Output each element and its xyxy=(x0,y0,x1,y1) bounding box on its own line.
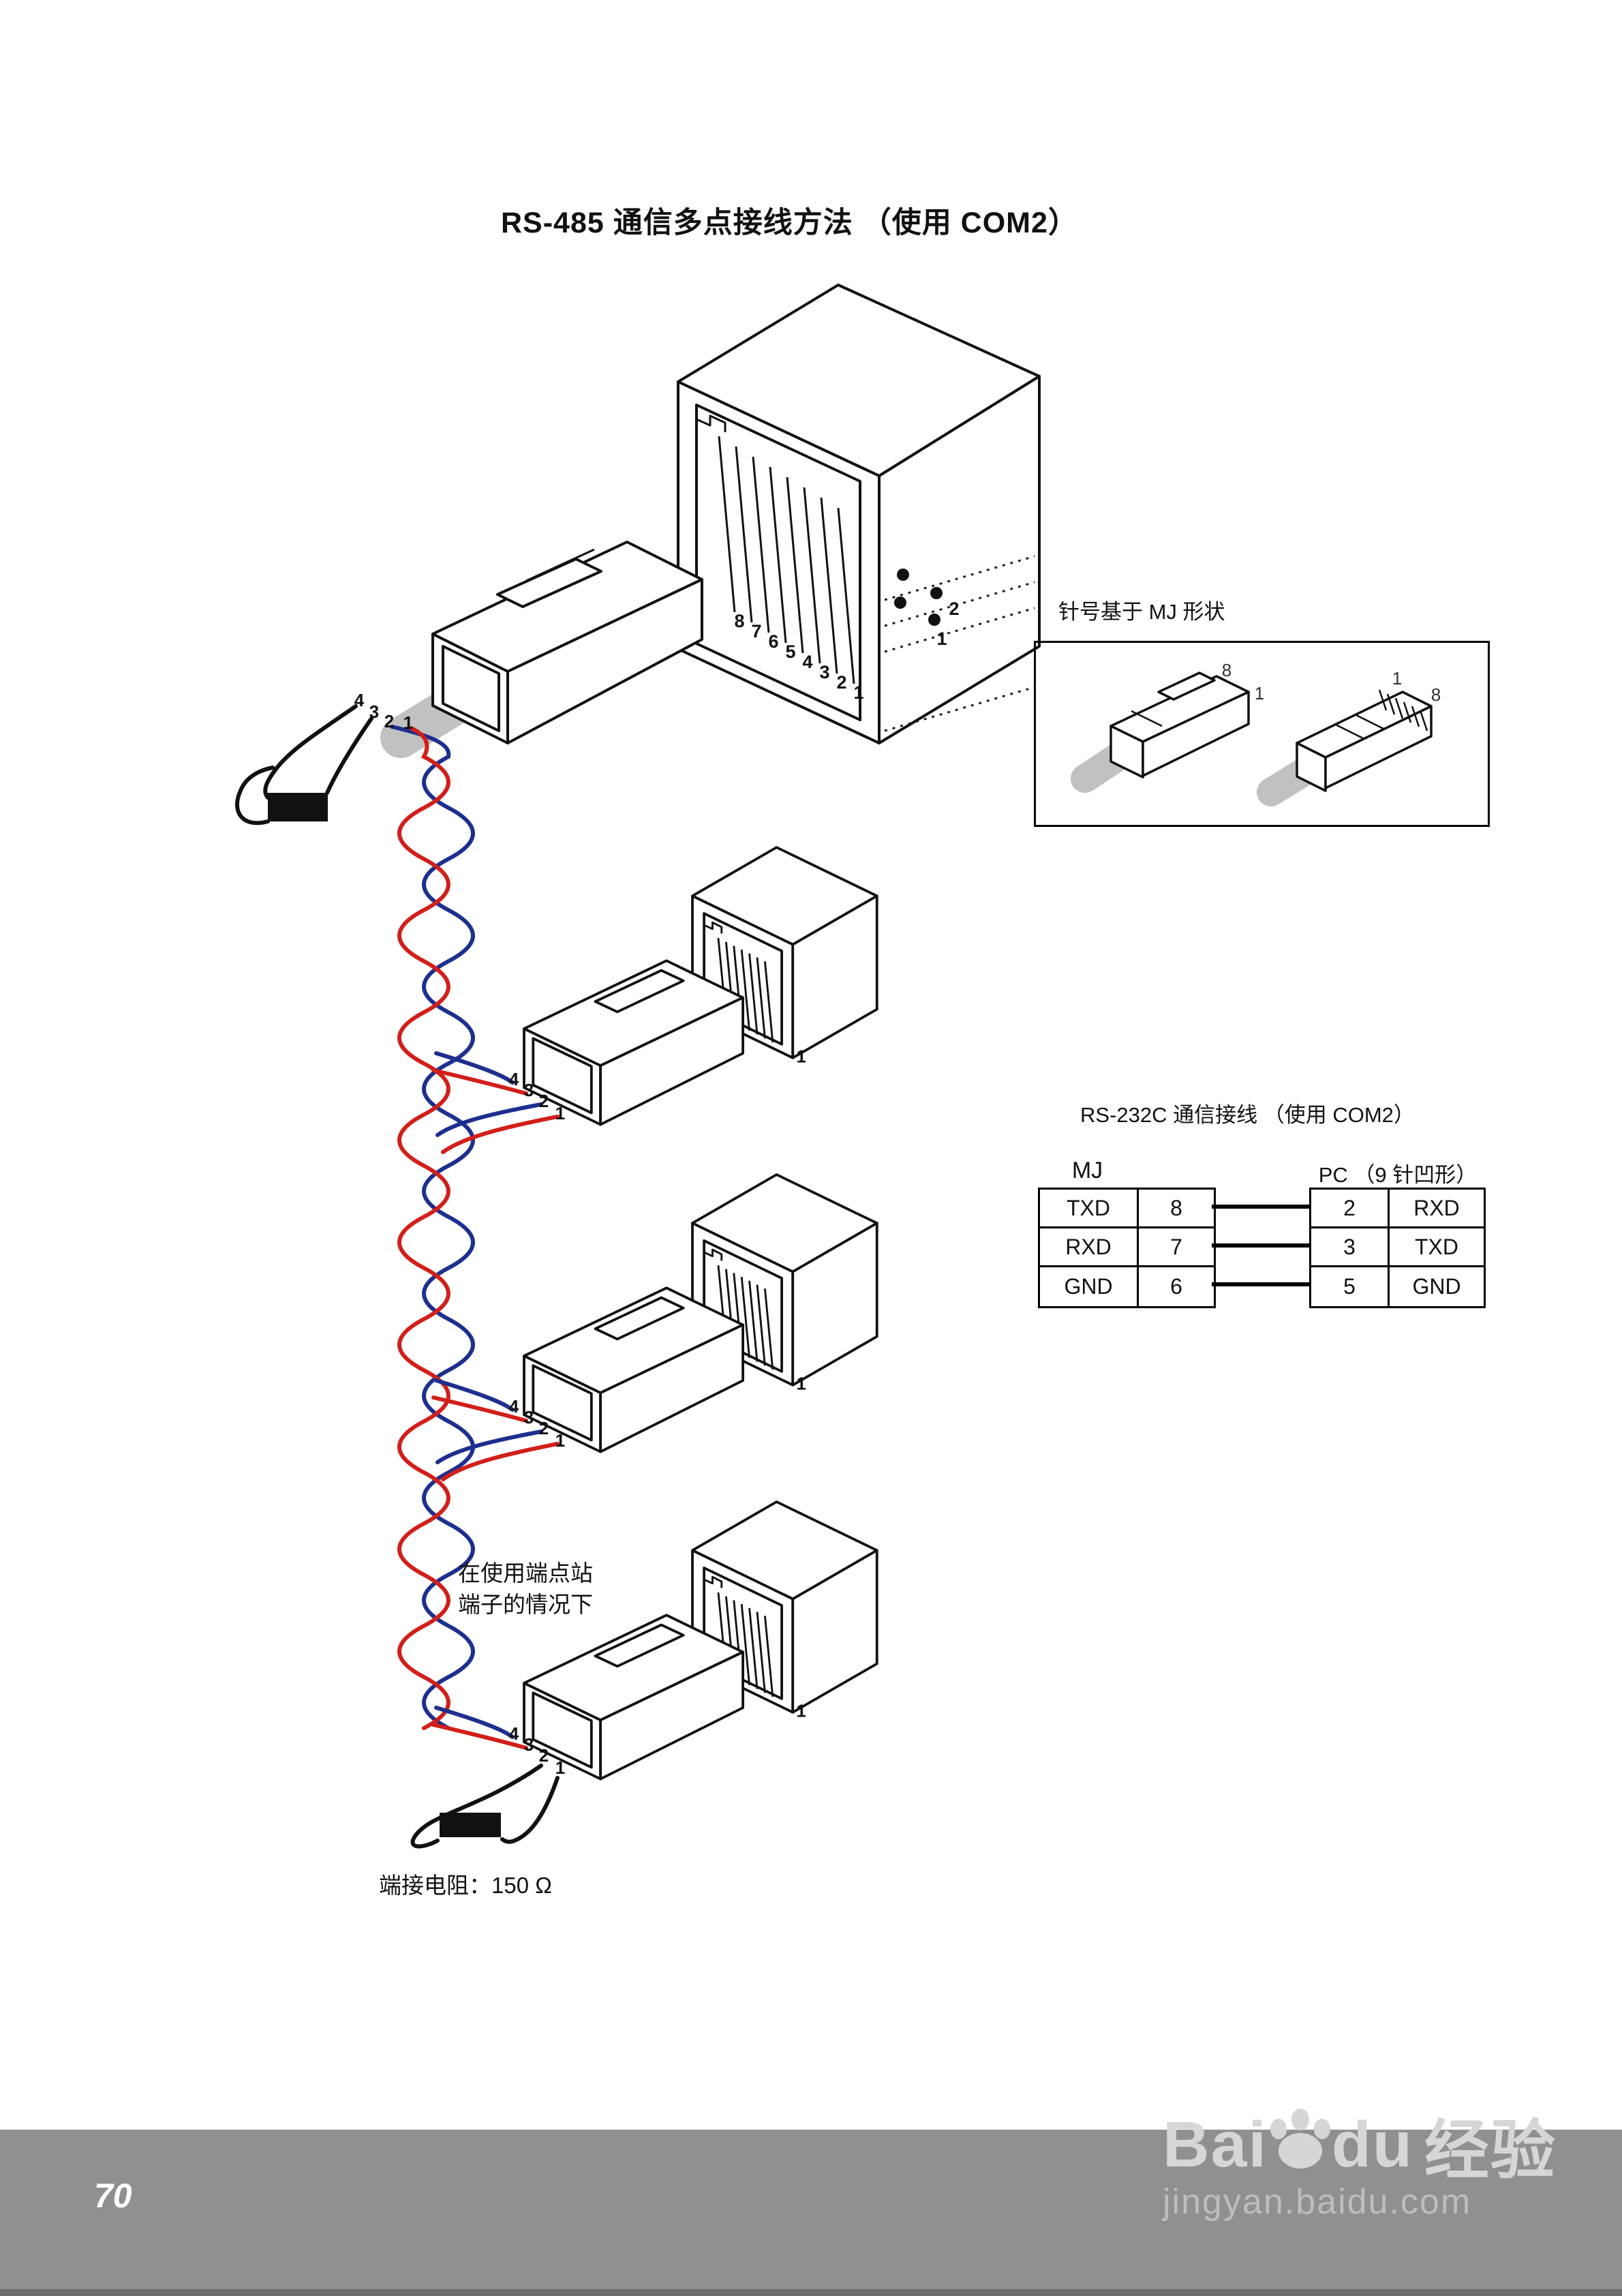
resistor-caption: 端接电阻：150 Ω xyxy=(379,1873,552,1898)
svg-text:2: 2 xyxy=(539,1745,549,1766)
table-cell: 5 xyxy=(1311,1267,1390,1306)
mj-right-side-label: 8 xyxy=(1431,684,1441,705)
blue-wire xyxy=(390,725,475,1730)
svg-text:5: 5 xyxy=(785,641,795,662)
mj-pin-table: TXD 8 RXD 7 GND 6 xyxy=(1038,1188,1216,1308)
station3-unit xyxy=(523,1173,878,1453)
pc-column-header: PC （9 针凹形） xyxy=(1318,1163,1478,1187)
mj-box-right-plug: 1 8 xyxy=(1257,668,1441,806)
svg-text:2: 2 xyxy=(539,1418,549,1438)
brand-text-jingyan: 经验 xyxy=(1424,2115,1557,2187)
red-wire xyxy=(397,726,450,1730)
table-cell: 7 xyxy=(1139,1228,1214,1267)
mj-right-top-label: 1 xyxy=(1392,668,1402,689)
mj-shape-box xyxy=(1034,641,1490,827)
svg-text:4: 4 xyxy=(509,1396,519,1417)
table-cell: 6 xyxy=(1170,1274,1182,1299)
watermark-url: jingyan.baidu.com xyxy=(1163,2182,1472,2222)
station1-plug xyxy=(380,541,703,758)
station4-unit xyxy=(523,1500,878,1781)
mj-box-left-plug: 8 1 xyxy=(1071,660,1264,793)
terminal-note-line1: 在使用端点站 xyxy=(458,1560,593,1586)
baidu-watermark: Bai du 经验 xyxy=(1163,2098,1557,2192)
jack-terminal-dots xyxy=(894,569,943,626)
svg-text:4: 4 xyxy=(509,1069,519,1089)
pin-guide-dashes xyxy=(884,555,1035,732)
terminal-station-note: 在使用端点站 端子的情况下 xyxy=(458,1558,593,1620)
page-number: 70 xyxy=(94,2177,132,2215)
svg-text:4: 4 xyxy=(509,1723,519,1744)
rs232c-title: RS-232C 通信接线 （使用 COM2） xyxy=(1080,1103,1415,1127)
pc-pin-table: 2 RXD 3 TXD 5 GND xyxy=(1309,1188,1486,1308)
svg-text:8: 8 xyxy=(734,611,744,631)
terminating-resistor-bottom xyxy=(410,1764,560,1849)
svg-text:3: 3 xyxy=(524,1407,534,1428)
svg-text:1: 1 xyxy=(853,682,863,703)
table-cell: RXD xyxy=(1040,1228,1139,1267)
table-cell: TXD xyxy=(1390,1228,1484,1267)
svg-text:7: 7 xyxy=(751,621,761,641)
mj-left-side-label: 1 xyxy=(1255,683,1264,704)
mj-left-top-label: 8 xyxy=(1222,660,1231,680)
table-cell: 3 xyxy=(1311,1228,1390,1267)
wire-link-gnd xyxy=(1212,1282,1309,1286)
baidu-paw-icon xyxy=(1270,2108,1330,2169)
mj-column-header: MJ xyxy=(1071,1158,1103,1183)
plug-pin-hatch xyxy=(1378,689,1428,731)
table-cell: GND xyxy=(1412,1274,1461,1299)
svg-text:1: 1 xyxy=(555,1757,565,1778)
table-cell: 2 xyxy=(1311,1190,1390,1228)
station2-wire-labels: 4 3 2 1 xyxy=(509,1069,565,1123)
svg-text:4: 4 xyxy=(802,652,812,672)
table-cell: RXD xyxy=(1390,1190,1484,1228)
page-title: RS-485 通信多点接线方法 （使用 COM2） xyxy=(501,207,1078,239)
jack-pin-contacts xyxy=(718,436,855,684)
terminal-note-line2: 端子的情况下 xyxy=(458,1592,593,1617)
station2-unit xyxy=(523,846,878,1126)
svg-text:3: 3 xyxy=(524,1080,534,1100)
wire-link-txd xyxy=(1212,1205,1309,1209)
brand-text-bai: Bai xyxy=(1163,2109,1268,2181)
station1-pin-numbers: 8 7 6 5 4 3 2 1 2 1 xyxy=(734,599,959,703)
station1-jack xyxy=(677,284,1041,744)
svg-text:3: 3 xyxy=(524,1734,534,1755)
svg-text:1: 1 xyxy=(555,1103,565,1123)
svg-text:2: 2 xyxy=(836,672,846,693)
station4-wire-labels: 4 3 2 1 xyxy=(509,1723,565,1778)
svg-text:1: 1 xyxy=(555,1430,565,1451)
table-cell: TXD xyxy=(1040,1190,1139,1228)
svg-text:6: 6 xyxy=(768,631,778,652)
table-cell: GND xyxy=(1040,1267,1139,1306)
footer-band xyxy=(0,2130,1622,2289)
mj-shape-note: 针号基于 MJ 形状 xyxy=(1058,600,1225,624)
table-cell: 8 xyxy=(1139,1190,1214,1228)
dot-label-2: 2 xyxy=(949,599,959,619)
dot-label-1: 1 xyxy=(936,629,947,649)
svg-text:3: 3 xyxy=(819,662,829,682)
svg-text:1: 1 xyxy=(403,712,413,733)
twisted-pair xyxy=(390,725,560,1750)
brand-text-du: du xyxy=(1331,2109,1413,2181)
station3-wire-labels: 4 3 2 1 xyxy=(509,1396,565,1451)
svg-text:4: 4 xyxy=(354,690,365,710)
wire-link-rxd xyxy=(1212,1243,1309,1248)
svg-text:3: 3 xyxy=(369,701,379,722)
terminating-resistor-top xyxy=(235,704,373,826)
svg-text:2: 2 xyxy=(539,1091,549,1111)
station1-wire-labels: 4 3 2 1 xyxy=(354,690,413,733)
svg-text:2: 2 xyxy=(384,711,394,731)
footer-edge xyxy=(0,2289,1622,2296)
